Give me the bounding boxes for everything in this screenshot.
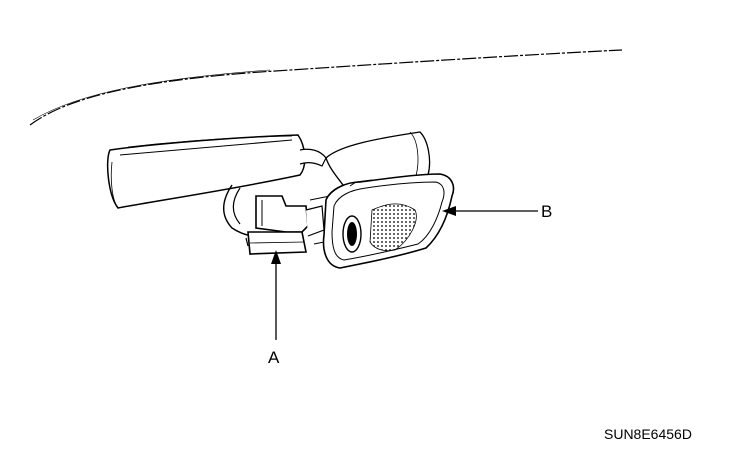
connector [247, 195, 335, 255]
map-light [322, 173, 455, 269]
rearview-mirror [106, 134, 306, 209]
figure-code: SUN8E6456D [604, 426, 692, 442]
wiring [223, 184, 253, 247]
windshield-edge [29, 49, 623, 126]
callout-label-a: A [268, 348, 280, 367]
leader-line-b [442, 206, 538, 216]
callout-label-b: B [541, 202, 553, 221]
leader-line-a [271, 250, 281, 340]
